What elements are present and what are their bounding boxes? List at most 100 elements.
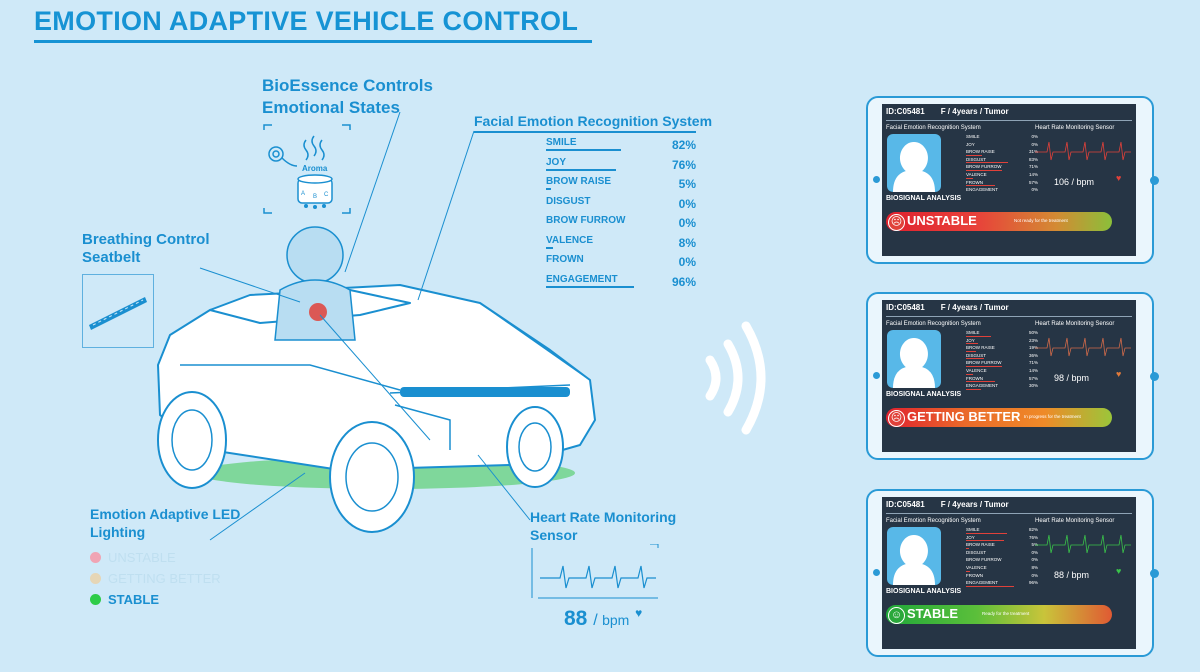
led-state-item: UNSTABLE [90,550,221,571]
heart-wave-icon [1035,330,1131,364]
tablet-emotion-bar [966,185,995,187]
biosignal-label: BIOSIGNAL ANALYSIS [886,391,962,398]
tablet-camera-icon [873,569,880,576]
aroma-device-frame: Aroma A B C [262,124,352,214]
tablet-bpm: 98 / bpm [1054,368,1089,385]
emotion-value: 5% [678,177,696,191]
heart-rate-readout: 88 / bpm ♥ [564,606,643,630]
tablet-emotion-name: JOY [966,534,975,540]
tablet-button-icon [1150,372,1159,381]
heart-rate-value: 88 [564,607,588,630]
tablet-emotion-value: 31% [1028,149,1038,155]
fer-title: Facial Emotion Recognition System [474,113,713,129]
emotion-name: BROW RAISE [546,176,611,187]
fer-rule [474,131,696,133]
title-underline [34,40,592,43]
tablet-emotion-bar [966,532,1007,534]
emotion-value: 0% [678,255,696,269]
tablet-bpm-value: 98 [1054,373,1065,383]
tablet-camera-icon [873,372,880,379]
emotion-row: BROW RAISE 5% [546,176,696,196]
tablet-emotion-bar [966,365,1002,367]
tablet-button-icon [1150,569,1159,578]
aroma-label: Aroma [302,164,328,173]
emotion-name: FROWN [546,254,584,265]
tablet-emotion-name: VALENCE [966,172,987,177]
tablet-emotion-name: FROWN [966,375,983,381]
emotion-name: ENGAGEMENT [546,273,618,285]
tablet-emotion-name: ENGAGEMENT [966,187,999,193]
tablet-camera-icon [873,176,880,183]
fer-label: Facial Emotion Recognition System [886,518,981,524]
tablet-emotion-name: BROW FURROW [966,557,1002,563]
tablet-emotion-bar [966,547,969,549]
tablet-emotion-name: BROW RAISE [966,345,995,351]
tablet-emotion-value: 82% [1028,527,1038,532]
tablet-emotion-value: 0% [1031,572,1038,578]
led-line1: Emotion Adaptive LED [90,506,241,522]
led-state-item: GETTING BETTER [90,571,221,592]
emotion-name: BROW FURROW [546,215,626,226]
heart-sensor-line1: Heart Rate Monitoring [530,509,677,525]
tablet-emotion-name: DISGUST [966,549,987,555]
tablet-emotion-name: SMILE [966,134,980,139]
tablet-emotion-name: FROWN [966,179,983,185]
status-label: STABLE [907,606,959,621]
smile-icon: ☺ [888,607,905,624]
tablet-emotion-value: 8% [1031,565,1038,570]
tablet-emotion-name: DISGUST [966,352,987,358]
led-state-dot [90,573,101,584]
emotion-bar [546,285,635,288]
emotion-value: 0% [678,196,696,211]
emotion-value: 82% [671,138,696,152]
status-note: In progress for the treatment [1024,414,1081,419]
ecg-waveform-icon [531,543,659,599]
bioessence-line1: BioEssence Controls [262,76,433,95]
front-right-wheel [329,421,415,533]
rear-wheel [506,406,564,488]
tablet-emotion-bar [966,154,982,156]
fer-label: Facial Emotion Recognition System [886,125,981,131]
tablet-emotion-bar [966,358,984,360]
tablet-emotion-row: DISGUST 0% [966,549,1038,557]
led-state-label: GETTING BETTER [108,571,221,586]
led-state-dot [90,594,101,605]
tablet-emotion-value: 0% [1031,549,1038,555]
biosignal-label: BIOSIGNAL ANALYSIS [886,195,962,202]
led-label: Emotion Adaptive LED Lighting [90,505,240,541]
tablet-emotion-bar [966,162,1008,164]
wireless-signal-icon [705,321,766,435]
tablet-emotion-row: BROW FURROW 0% [966,556,1038,564]
face-silhouette-icon [887,330,941,388]
tablet-emotion-value: 0% [1031,557,1038,563]
frown-icon: ☹ [888,214,905,231]
heart-sensor-label: Heart Rate Monitoring Sensor [530,508,676,544]
tablet-emotion-value: 83% [1028,156,1038,162]
seatbelt-frame [82,274,154,348]
emotion-name: SMILE [546,137,577,148]
ecg-frame [530,543,660,599]
tablet-button-icon [1150,176,1159,185]
emotion-value: 8% [678,235,696,250]
tablet-emotion-value: 0% [1031,141,1038,147]
tablet-emotion-bar [966,177,973,179]
face-silhouette-icon [887,527,941,585]
